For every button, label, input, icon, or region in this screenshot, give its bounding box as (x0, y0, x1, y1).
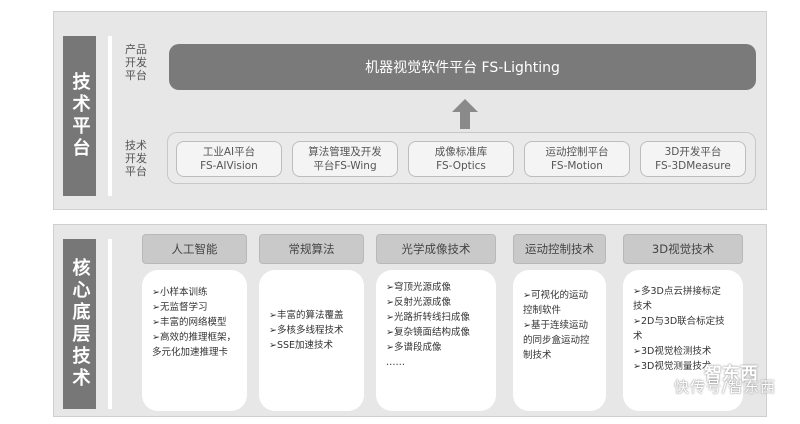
main-product-bar: 机器视觉软件平台 FS-Lighting (169, 44, 756, 90)
platform-code: FS-Motion (551, 160, 603, 172)
column-heading-ai: 人工智能 (142, 234, 247, 264)
platform-name: 工业AI平台 (202, 146, 256, 158)
main-product-label: 机器视觉软件平台 FS-Lighting (365, 60, 560, 76)
tech-platform-panel: 技术平台 产品 开发 平台 技术 开发 平台 机器视觉软件平台 FS-Light… (53, 11, 767, 210)
list-item: ➢穹顶光源成像 (386, 282, 451, 293)
platform-box-3d: 3D开发平台 FS-3DMeasure (640, 141, 746, 177)
platform-box-ai: 工业AI平台 FS-AIVision (176, 141, 282, 177)
platform-code: 平台FS-Wing (313, 160, 377, 172)
list-item: ➢可视化的运动 控制软件 (523, 290, 588, 316)
list-item: ➢反射光源成像 (386, 297, 451, 308)
watermark-text: 快传号/智东西 (674, 378, 777, 396)
platform-code: FS-3DMeasure (655, 160, 731, 172)
list-item: ➢光路折转线扫成像 (386, 312, 470, 323)
platform-box-wing: 算法管理及开发 平台FS-Wing (292, 141, 398, 177)
platform-name: 运动控制平台 (545, 146, 609, 158)
tech-platform-title: 技术平台 (63, 36, 96, 196)
column-card-3d: ➢多3D点云拼接标定 技术 ➢2D与3D联合标定技 术 ➢3D视觉检测技术 ➢3… (623, 270, 743, 411)
list-item: ➢无监督学习 (152, 302, 208, 313)
list-item: ➢丰富的网络模型 (152, 317, 227, 328)
column-heading-3d: 3D视觉技术 (623, 234, 743, 264)
list-item: ➢多核多线程技术 (269, 325, 344, 336)
column-heading-motion: 运动控制技术 (513, 234, 606, 264)
platform-code: FS-Optics (436, 160, 486, 172)
list-item: …… (386, 357, 405, 368)
list-item: ➢高效的推理框架， 多元化加速推理卡 (152, 332, 236, 358)
platform-box-optics: 成像标准库 FS-Optics (408, 141, 514, 177)
list-item: ➢复杂镜面结构成像 (386, 327, 470, 338)
watermark-logo: 智东西 (704, 364, 758, 385)
up-arrow-icon (452, 99, 478, 129)
core-tech-panel: 核心底层技术 人工智能 ➢小样本训练 ➢无监督学习 ➢丰富的网络模型 ➢高效的推… (53, 224, 767, 417)
list-item: ➢基于连续运动 的同步盒运动控 制技术 (523, 320, 590, 361)
tech-platform-group: 工业AI平台 FS-AIVision 算法管理及开发 平台FS-Wing 成像标… (167, 132, 756, 184)
platform-name: 成像标准库 (434, 146, 488, 158)
column-card-algorithm: ➢丰富的算法覆盖 ➢多核多线程技术 ➢SSE加速技术 (259, 270, 364, 411)
column-card-motion: ➢可视化的运动 控制软件 ➢基于连续运动 的同步盒运动控 制技术 (513, 270, 606, 411)
platform-box-motion: 运动控制平台 FS-Motion (524, 141, 630, 177)
list-item: ➢小样本训练 (152, 287, 208, 298)
list-item: ➢2D与3D联合标定技 术 (633, 316, 725, 342)
list-item: ➢3D视觉检测技术 (633, 346, 712, 357)
product-platform-label: 产品 开发 平台 (125, 43, 147, 82)
platform-code: FS-AIVision (200, 160, 258, 172)
column-heading-optics: 光学成像技术 (376, 234, 496, 264)
list-item: ➢丰富的算法覆盖 (269, 310, 344, 321)
divider-bar (108, 239, 112, 409)
platform-name: 算法管理及开发 (308, 146, 382, 158)
platform-name: 3D开发平台 (664, 146, 722, 158)
column-heading-algorithm: 常规算法 (259, 234, 364, 264)
list-item: ➢SSE加速技术 (269, 340, 334, 351)
column-card-optics: ➢穹顶光源成像 ➢反射光源成像 ➢光路折转线扫成像 ➢复杂镜面结构成像 ➢多谱段… (376, 270, 496, 411)
core-tech-title: 核心底层技术 (63, 239, 96, 409)
divider-bar (108, 36, 112, 196)
column-card-ai: ➢小样本训练 ➢无监督学习 ➢丰富的网络模型 ➢高效的推理框架， 多元化加速推理… (142, 270, 247, 411)
list-item: ➢多谱段成像 (386, 342, 442, 353)
tech-platform-label: 技术 开发 平台 (125, 139, 147, 178)
list-item: ➢多3D点云拼接标定 技术 (633, 286, 721, 312)
list-item: ➢3D视觉测量技术 (633, 361, 712, 372)
